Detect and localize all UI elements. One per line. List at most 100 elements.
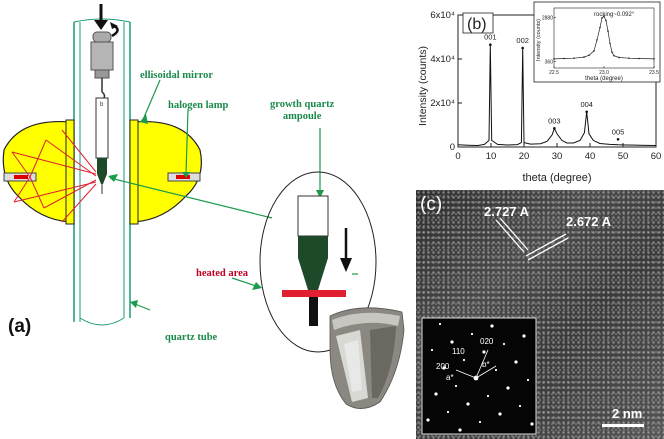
xrd-y-tick-label: 2x10⁴ [430,98,455,109]
diffraction-spot [514,360,518,364]
xrd-x-tick-label: 60 [651,151,662,162]
rocking-point [613,54,615,57]
xrd-peak-marker [616,138,620,141]
rocking-point [605,19,607,22]
diffraction-spot [530,422,534,426]
rocking-point [601,17,603,19]
diffraction-label-200: 200 [436,362,450,371]
xrd-x-tick-label: 30 [552,151,563,162]
diffraction-spot [494,368,498,372]
xrd-peak-label: 003 [548,116,561,125]
d-spacing-label-1: 2.727 A [484,204,530,219]
diffraction-spot [426,418,430,422]
label-heated-area: heated area [196,268,249,279]
diffraction-label-020: 020 [480,337,494,346]
diffraction-spot [482,350,486,354]
rocking-point [599,26,601,29]
rocking-point [611,51,613,53]
diffraction-spot [502,342,506,346]
xrd-x-tick-label: 40 [585,151,596,162]
xrd-peak-label: 002 [516,36,529,45]
rocking-point [628,57,630,59]
right-ellipsoidal-mirror [129,119,202,225]
svg-text:b: b [100,102,104,108]
rocking-x-tick-label: 23.0 [599,70,609,76]
xrd-peak-label: 004 [580,100,593,109]
xrd-peak-label: 001 [484,33,497,42]
panel-label-b: (b) [467,16,487,33]
label-growth-ampoule: growth quartz ampoule [270,99,335,122]
xrd-chart: 0 2x10⁴ 4x10⁴ 6x10⁴ 0 10 20 30 40 50 60 001 002 003… [417,1,662,184]
xrd-y-axis-label: Intensity (counts) [417,46,429,126]
rocking-point [607,30,609,32]
xrd-x-tick-label: 0 [455,151,460,162]
rocking-point [588,54,590,57]
xrd-x-tick-label: 10 [486,151,497,162]
diffraction-label-110: 110 [452,347,465,356]
diffraction-label-a-star: a* [446,373,454,382]
label-halogen-lamp: halogen lamp [168,100,229,111]
diffraction-spot [438,322,442,326]
rocking-point [553,58,555,60]
diffraction-spot [518,404,522,408]
diffraction-spot [526,378,530,382]
diffraction-spot [490,324,494,328]
rocking-point [583,56,585,58]
diffraction-spot [486,394,490,398]
rocking-point [596,39,598,41]
diffraction-spot [434,392,438,396]
xrd-y-tick-label: 6x10⁴ [430,10,455,21]
rocking-point [573,57,575,59]
label-ellipsoidal-mirror: ellisoidal mirror [140,70,214,81]
xrd-y-tick-label: 0 [450,142,455,153]
rocking-point [609,42,611,45]
diffraction-spot [470,332,474,336]
diffraction-spot [473,375,479,381]
rocking-point [618,56,620,59]
pointer-lines [109,79,321,311]
crystal-photo [329,307,405,409]
xrd-peak-marker [489,43,492,46]
diffraction-spot [462,358,466,362]
diffraction-spot [498,412,502,416]
diffraction-spot [430,348,434,352]
heated-area-band [282,290,346,297]
rotation-arrow-icon [94,4,119,38]
xrd-x-axis-label: theta (degree) [522,172,591,184]
xrd-y-tick-label: 4x10⁴ [430,54,455,65]
zoomed-ampoule [297,195,329,326]
pull-direction-icon [340,228,352,272]
rocking-x-tick-label: 22.5 [549,70,559,76]
ampoule-holder: b [90,31,114,194]
diffraction-label-b-star: b* [482,360,490,369]
rocking-point [653,58,655,60]
diffraction-spot [466,402,470,406]
rocking-x-tick-label: 23.5 [649,70,659,76]
rocking-title: rocking~0.092° [594,12,635,18]
label-quartz-tube: quartz tube [165,332,218,343]
rocking-point [593,49,595,52]
scale-bar-line [602,424,644,427]
xrd-x-tick-label: 50 [618,151,629,162]
xrd-peak-marker [521,46,524,50]
diffraction-spot [446,410,450,414]
panel-label-c: (c) [420,194,443,215]
left-ellipsoidal-mirror [2,119,97,225]
rocking-y-tick-label: 360 [545,60,554,66]
zoom-ellipse [259,171,377,353]
diffraction-spot [458,428,462,432]
diffraction-spot [522,334,526,338]
rocking-x-axis-label: theta (degree) [585,76,623,82]
rocking-y-axis-label: Intensity (counts) [536,19,542,61]
diffraction-spot [442,366,446,370]
rocking-point [638,57,640,60]
diffraction-spot [454,384,458,388]
panel-label-a: (a) [8,316,32,337]
xrd-peak-marker [585,110,588,114]
diffraction-spot [450,340,454,344]
xrd-x-tick-label: 20 [519,151,530,162]
scale-bar-label: 2 nm [612,406,643,421]
